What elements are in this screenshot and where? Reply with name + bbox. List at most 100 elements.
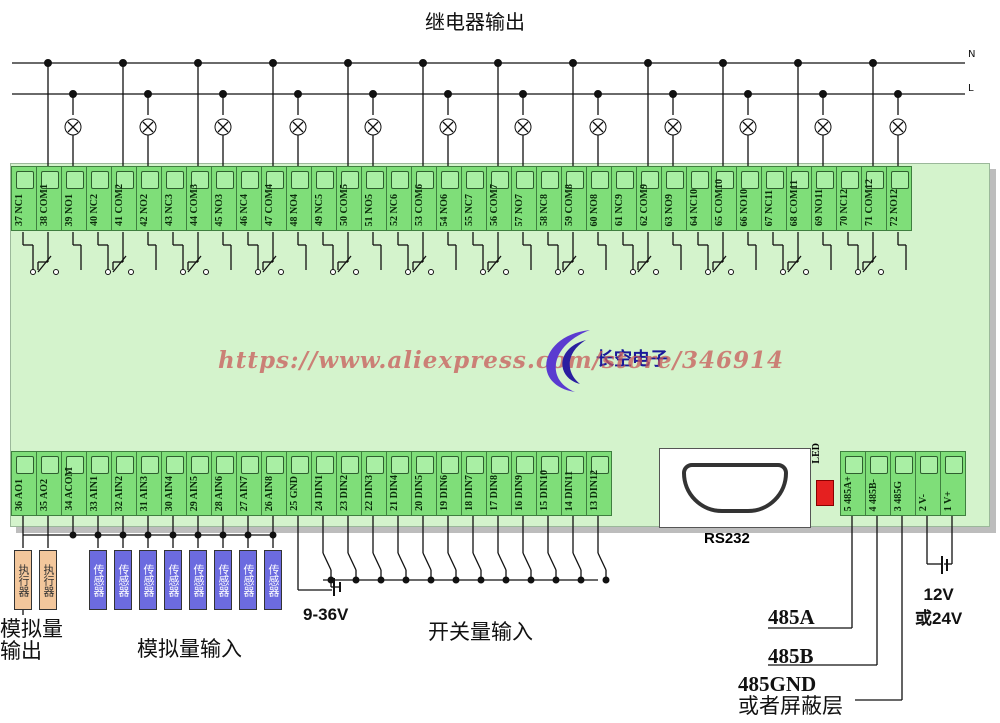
din-switch-icon xyxy=(397,552,407,571)
n-line-label: N xyxy=(968,49,976,60)
din-switch-icon xyxy=(497,552,507,571)
analog-output-line1: 模拟量 xyxy=(0,617,63,641)
relay-switch-arm xyxy=(262,255,277,273)
relay-contact-dot xyxy=(105,269,111,275)
terminal-screw xyxy=(891,171,909,189)
lamp-cross xyxy=(892,121,904,133)
relay-terminal: 52 NC6 xyxy=(386,166,412,231)
actuator-box: 执行器 xyxy=(14,550,32,610)
relay-switch-arm xyxy=(187,255,202,273)
din-switch-icon xyxy=(422,552,432,571)
brand-logo-text: 长空电子 xyxy=(596,349,668,370)
lamp-cross xyxy=(367,121,379,133)
terminal-screw xyxy=(166,456,184,474)
terminal-screw xyxy=(91,456,109,474)
n-junction xyxy=(719,59,727,67)
relay-switch-arm xyxy=(862,255,877,273)
din-junction xyxy=(477,576,485,584)
terminal-screw xyxy=(491,171,509,189)
n-junction xyxy=(569,59,577,67)
relay-terminal: 42 NO2 xyxy=(136,166,162,231)
power-terminal: 3 485G xyxy=(890,451,916,516)
terminal-screw xyxy=(466,171,484,189)
relay-terminal: 50 COM5 xyxy=(336,166,362,231)
din-switch-icon xyxy=(347,552,357,571)
terminal-screw xyxy=(441,171,459,189)
relay-terminal: 69 NO11 xyxy=(811,166,837,231)
analog-output-label: 模拟量 输出 xyxy=(0,618,63,662)
terminal-screw xyxy=(41,456,59,474)
io-terminal: 23 DIN2 xyxy=(336,451,362,516)
terminal-screw xyxy=(316,456,334,474)
rs485b-label: 485B xyxy=(768,644,814,668)
terminal-screw xyxy=(341,171,359,189)
n-junction xyxy=(269,59,277,67)
sensor-box: 传感器 xyxy=(139,550,157,610)
relay-contact-dot xyxy=(203,269,209,275)
relay-terminal: 65 COM10 xyxy=(711,166,737,231)
terminal-screw xyxy=(920,456,938,474)
terminal-screw xyxy=(591,171,609,189)
terminal-screw xyxy=(191,171,209,189)
rs485g-line2: 或者屏蔽层 xyxy=(738,694,843,718)
din-junction xyxy=(552,576,560,584)
relay-terminal: 44 COM3 xyxy=(186,166,212,231)
power-line2: 或24V xyxy=(915,609,963,628)
terminal-screw xyxy=(816,171,834,189)
din-junction xyxy=(527,576,535,584)
terminal-screw xyxy=(141,171,159,189)
relay-switch-arm xyxy=(112,255,127,273)
relay-terminal: 48 NO4 xyxy=(286,166,312,231)
relay-terminal: 56 COM7 xyxy=(486,166,512,231)
terminal-screw xyxy=(241,456,259,474)
relay-contact-dot xyxy=(803,269,809,275)
n-junction xyxy=(119,59,127,67)
terminal-screw xyxy=(191,456,209,474)
terminal-screw xyxy=(141,456,159,474)
io-terminal: 18 DIN7 xyxy=(461,451,487,516)
din-switch-icon xyxy=(447,552,457,571)
sensor-box: 传感器 xyxy=(114,550,132,610)
din-junction xyxy=(427,576,435,584)
terminal-screw xyxy=(591,456,609,474)
relay-contact-dot xyxy=(128,269,134,275)
terminal-screw xyxy=(366,171,384,189)
analog-input-label: 模拟量输入 xyxy=(137,637,242,661)
relay-terminal: 43 NC3 xyxy=(161,166,187,231)
power-terminal: 4 485B- xyxy=(865,451,891,516)
terminal-screw xyxy=(516,456,534,474)
relay-terminal: 53 COM6 xyxy=(411,166,437,231)
io-terminal: 29 AIN5 xyxy=(186,451,212,516)
terminal-screw xyxy=(166,171,184,189)
terminal-screw xyxy=(716,171,734,189)
terminal-screw xyxy=(441,456,459,474)
relay-contact-dot xyxy=(578,269,584,275)
terminal-screw xyxy=(691,171,709,189)
io-terminal: 35 AO2 xyxy=(36,451,62,516)
relay-contact-dot xyxy=(255,269,261,275)
relay-switch-arm xyxy=(712,255,727,273)
rs232-label: RS232 xyxy=(704,530,750,547)
relay-terminal: 49 NC5 xyxy=(311,166,337,231)
n-junction xyxy=(419,59,427,67)
power-line1: 12V xyxy=(923,585,954,604)
terminal-screw xyxy=(895,456,913,474)
lamp-cross xyxy=(817,121,829,133)
din-switch-icon xyxy=(322,552,332,571)
terminal-screw xyxy=(66,456,84,474)
relay-contact-dot xyxy=(353,269,359,275)
terminal-screw xyxy=(391,171,409,189)
terminal-screw xyxy=(541,171,559,189)
din-switch-icon xyxy=(547,552,557,571)
terminal-screw xyxy=(945,456,963,474)
terminal-screw xyxy=(216,171,234,189)
relay-output-title: 继电器输出 xyxy=(425,10,525,34)
rs232-connector xyxy=(659,448,811,528)
io-terminal: 22 DIN3 xyxy=(361,451,387,516)
lamp-cross xyxy=(67,121,79,133)
io-terminal: 21 DIN4 xyxy=(386,451,412,516)
terminal-screw xyxy=(766,171,784,189)
